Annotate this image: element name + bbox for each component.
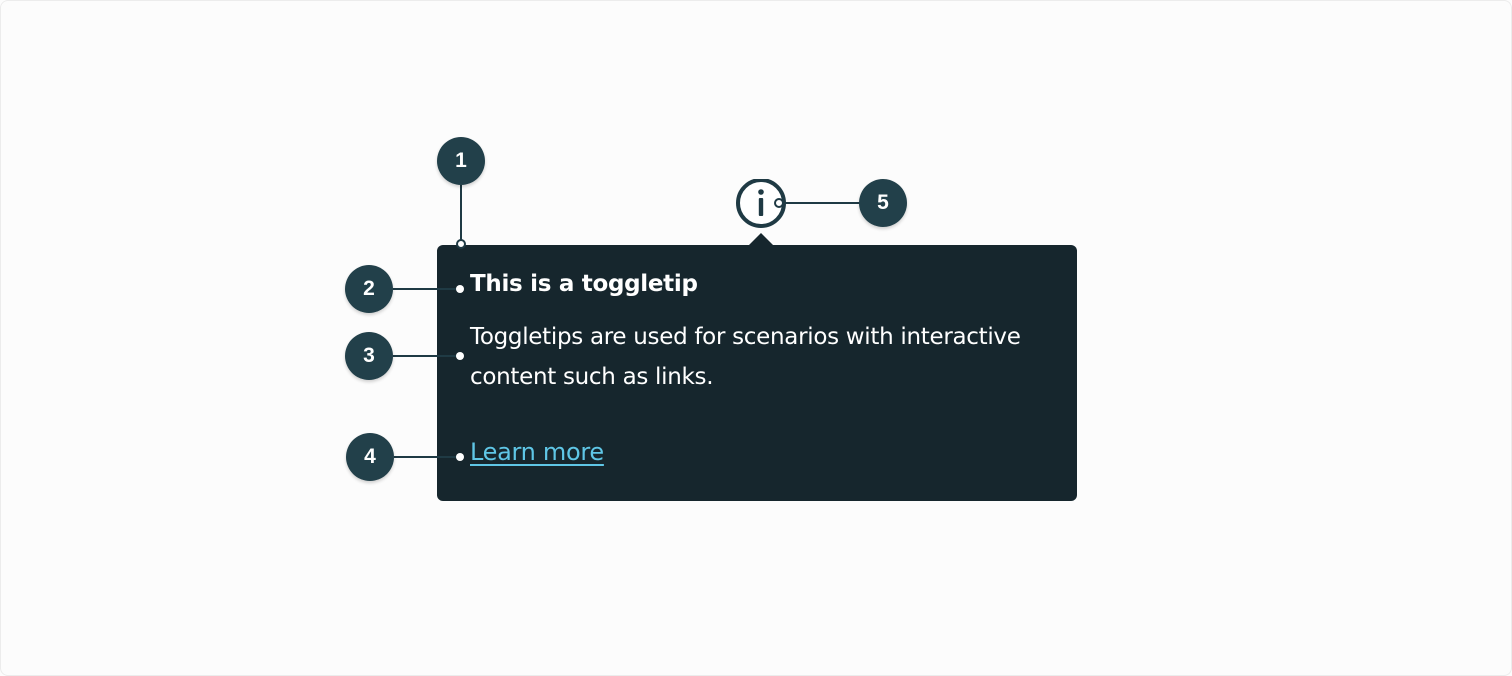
annotation-3-line [393,355,457,357]
annotation-5-line [782,202,860,204]
annotation-2-anchor [456,285,464,293]
learn-more-link[interactable]: Learn more [470,438,604,466]
annotation-5-anchor [774,198,784,208]
annotation-badge-2: 2 [345,265,393,313]
annotation-badge-3: 3 [345,332,393,380]
annotation-2-line [393,288,457,290]
annotation-1-anchor [456,239,466,249]
toggletip-body: Toggletips are used for scenarios with i… [470,324,1021,390]
annotation-4-line [394,456,457,458]
toggletip-title: This is a toggletip [470,271,698,297]
annotation-badge-1: 1 [437,137,485,185]
toggletip-caret [748,233,774,246]
annotation-4-anchor [456,453,464,461]
toggletip-container [437,245,1077,501]
annotation-3-anchor [456,352,464,360]
annotation-badge-4: 4 [346,433,394,481]
annotation-1-line [460,185,462,241]
annotation-badge-5: 5 [859,179,907,227]
